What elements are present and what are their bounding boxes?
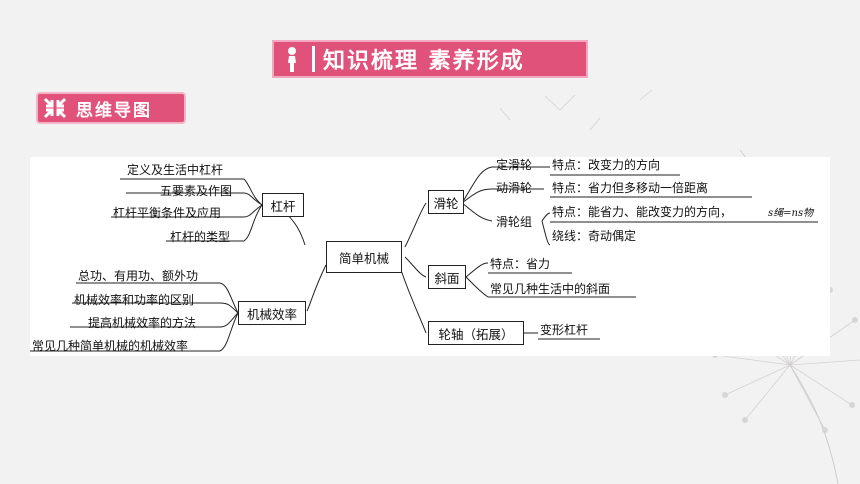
section-banner: 知识梳理 素养形成 bbox=[272, 40, 588, 78]
wheel-axle-node: 轮轴（拓展） bbox=[428, 321, 524, 345]
movable-pulley-feature: 特点：省力但多移动一倍距离 bbox=[552, 181, 709, 195]
pulley-block-feature: 特点：能省力、能改变力的方向， bbox=[552, 205, 733, 219]
pulley-block-winding: 绕线：奇动偶定 bbox=[552, 229, 637, 243]
pulley-block-label: 滑轮组 bbox=[496, 215, 533, 229]
person-icon bbox=[274, 42, 310, 76]
efficiency-node: 机械效率 bbox=[238, 301, 306, 325]
fixed-pulley-label: 定滑轮 bbox=[496, 158, 533, 172]
incline-item: 常见几种生活中的斜面 bbox=[490, 282, 611, 296]
pulley-block-formula: s绳=ns物 bbox=[768, 208, 814, 219]
movable-pulley-label: 动滑轮 bbox=[496, 181, 533, 195]
center-node: 简单机械 bbox=[326, 241, 402, 273]
banner-title: 知识梳理 素养形成 bbox=[323, 49, 525, 74]
lever-node: 杠杆 bbox=[262, 193, 304, 217]
wheel-axle-item: 变形杠杆 bbox=[540, 323, 589, 337]
mindmap-panel: 简单机械 杠杆 定义及生活中杠杆 五要素及作图 杠杆平衡条件及应用 杠杆的类型 … bbox=[30, 157, 830, 356]
incline-item: 特点：省力 bbox=[490, 257, 551, 271]
lever-item: 五要素及作图 bbox=[160, 184, 233, 198]
mindmap-tag-title: 思维导图 bbox=[76, 100, 152, 121]
efficiency-item: 提高机械效率的方法 bbox=[88, 316, 197, 330]
efficiency-item: 总功、有用功、额外功 bbox=[78, 269, 199, 283]
lever-item: 定义及生活中杠杆 bbox=[127, 163, 224, 177]
lever-item: 杠杆的类型 bbox=[170, 230, 231, 244]
arrows-cross-icon bbox=[38, 94, 72, 122]
banner-divider bbox=[312, 46, 315, 72]
efficiency-item: 机械效率和功率的区别 bbox=[74, 293, 195, 307]
efficiency-item: 常见几种简单机械的机械效率 bbox=[32, 339, 189, 353]
mindmap-tag: 思维导图 bbox=[36, 92, 186, 124]
mindmap-connectors bbox=[30, 166, 818, 352]
fixed-pulley-feature: 特点：改变力的方向 bbox=[552, 158, 661, 172]
incline-node: 斜面 bbox=[428, 265, 466, 289]
pulley-node: 滑轮 bbox=[428, 190, 464, 214]
lever-item: 杠杆平衡条件及应用 bbox=[113, 206, 222, 220]
